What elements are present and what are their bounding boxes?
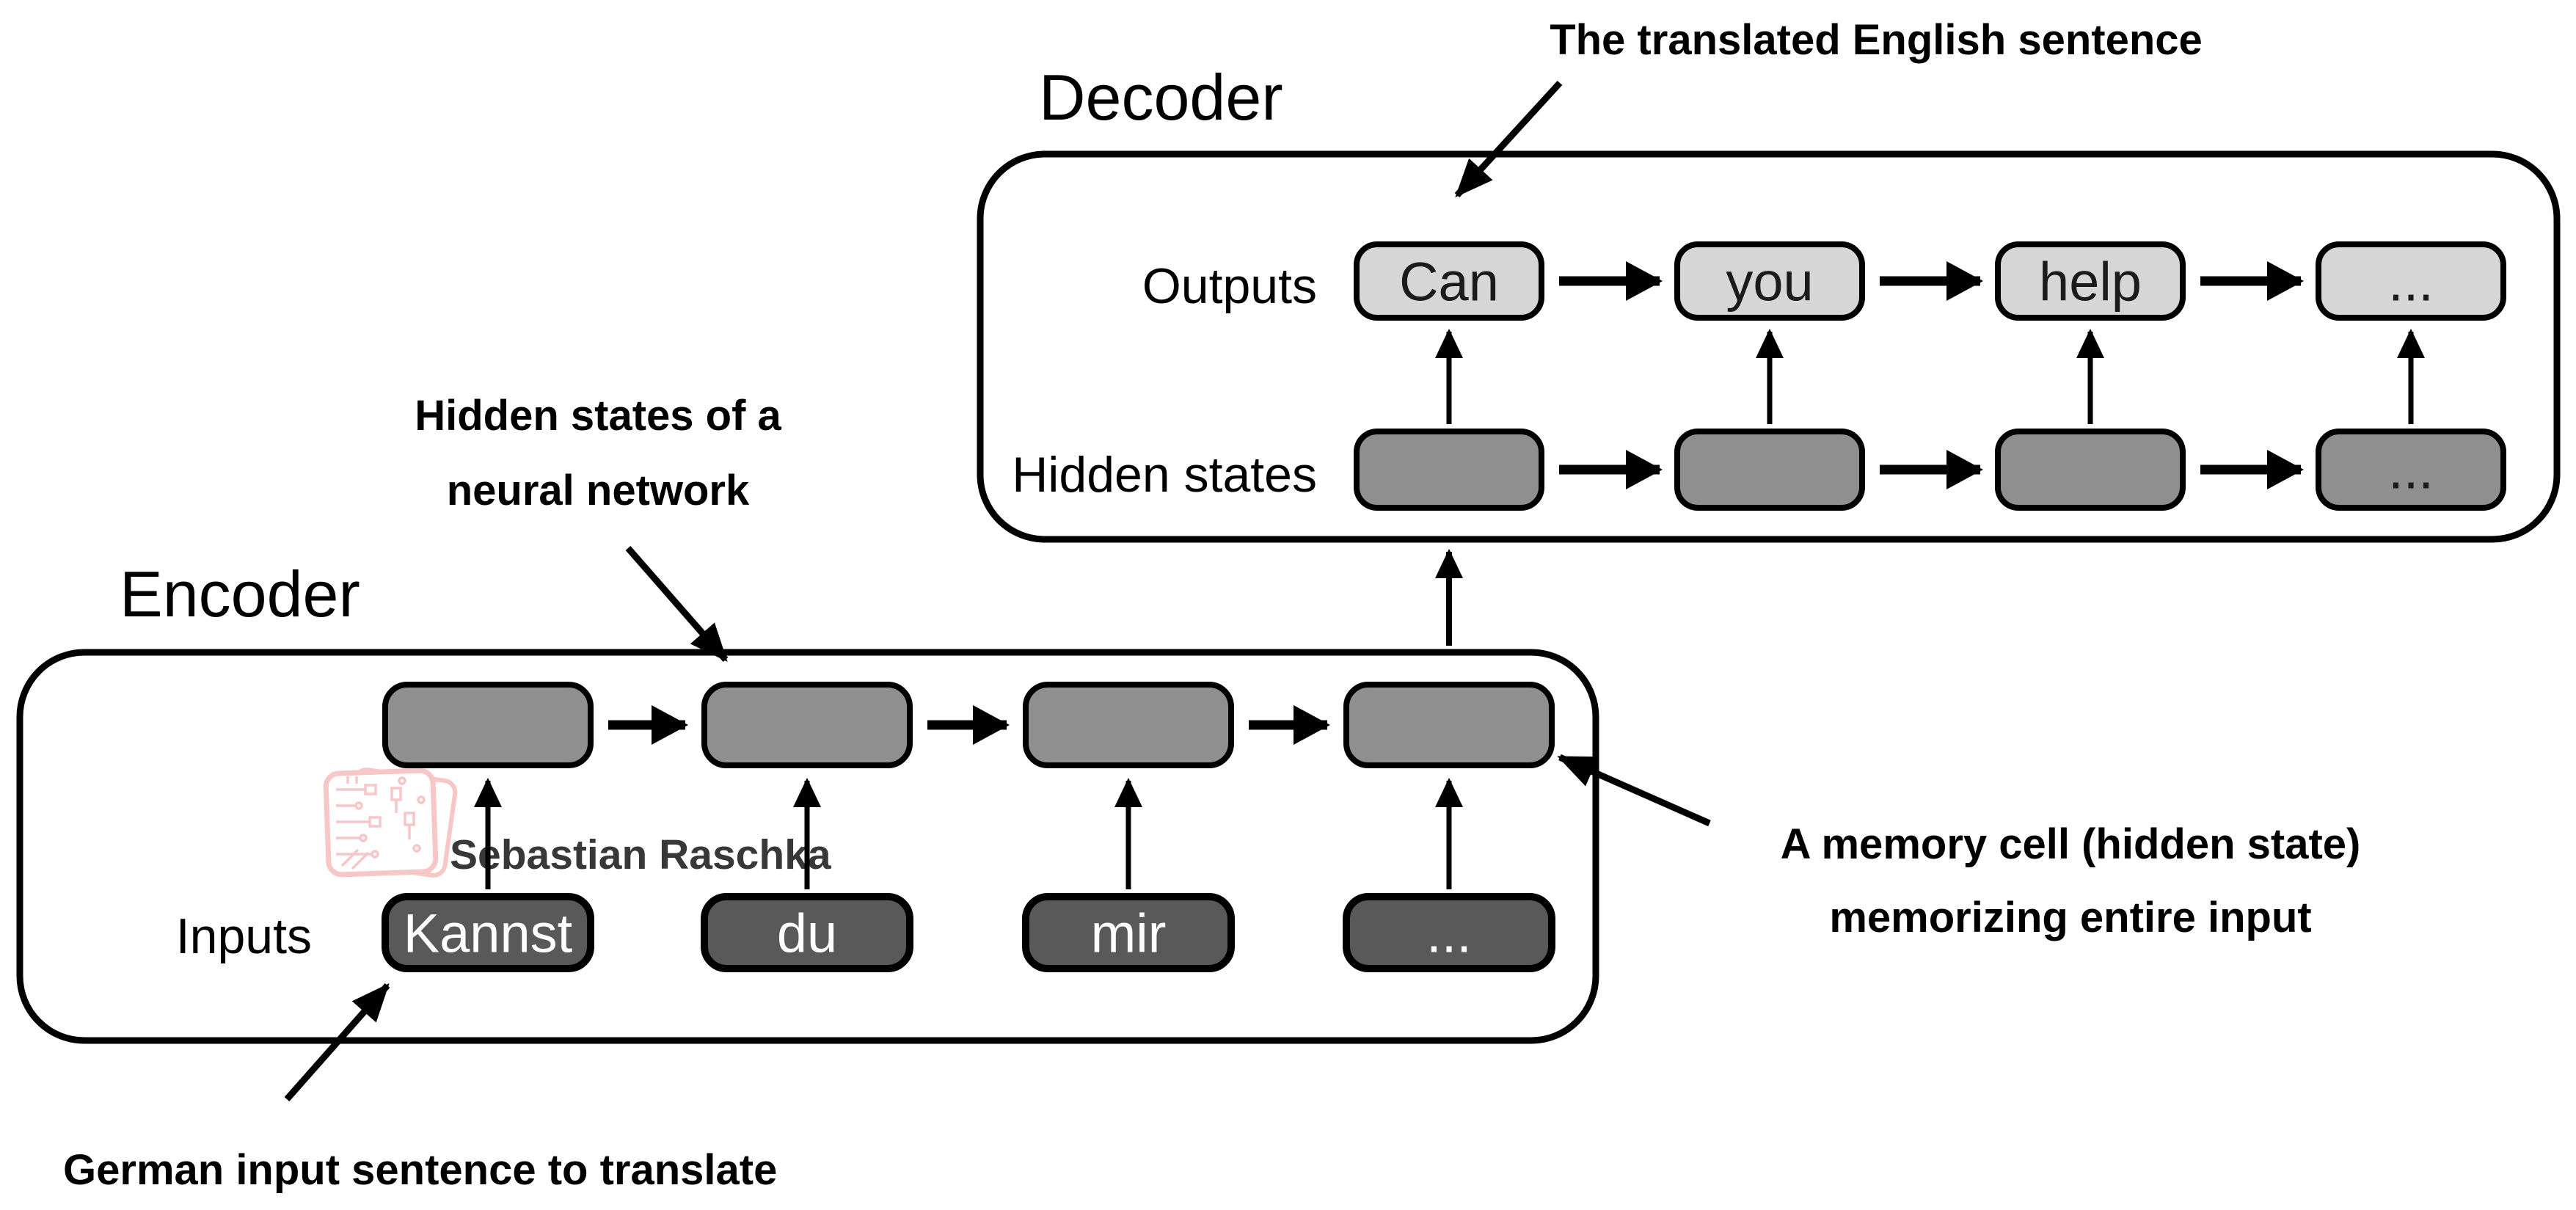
decoder-container bbox=[977, 150, 2561, 543]
stamp-circuit-pattern bbox=[336, 776, 426, 870]
encoder-container bbox=[16, 649, 1599, 1044]
annotation-hidden-states-line1: Hidden states of a bbox=[415, 392, 781, 440]
encoder-hidden-box-1 bbox=[382, 682, 594, 768]
arrow-annotation-german-input bbox=[284, 983, 390, 1101]
decoder-hidden-label: Hidden states bbox=[1012, 447, 1317, 503]
encoder-hidden-box-3 bbox=[1023, 682, 1234, 768]
encoder-input-text-3: mir bbox=[1091, 903, 1167, 964]
encoder-input-box-1 bbox=[382, 893, 594, 972]
encoder-hidden-row bbox=[382, 682, 1555, 768]
watermark: Sebastian Raschka bbox=[323, 768, 832, 878]
decoder-hidden-box-1 bbox=[1354, 429, 1544, 511]
encoder-input-text-1: Kannst bbox=[404, 903, 573, 964]
decoder-hidden-box-2 bbox=[1674, 429, 1865, 511]
decoder-output-box-4 bbox=[2316, 241, 2506, 321]
arrow-annotation-hidden-states bbox=[625, 546, 729, 663]
decoder-hidden-row: ... bbox=[1354, 429, 2506, 511]
encoder-input-box-3 bbox=[1022, 893, 1235, 972]
annotation-german-input: German input sentence to translate bbox=[63, 1146, 777, 1194]
decoder-output-row: Can you help ... bbox=[1354, 241, 2506, 321]
encoder-input-text-2: du bbox=[777, 903, 837, 964]
encoder-input-row: Kannst du mir ... bbox=[382, 893, 1555, 972]
annotation-translated-english: The translated English sentence bbox=[1550, 16, 2203, 64]
annotation-memory-cell-line1: A memory cell (hidden state) bbox=[1781, 820, 2361, 868]
encoder-input-text-4: ... bbox=[1426, 903, 1472, 964]
decoder-title: Decoder bbox=[1039, 61, 1283, 134]
decoder-outputs-label: Outputs bbox=[1142, 258, 1317, 314]
encoder-hidden-box-2 bbox=[701, 682, 913, 768]
decoder-hidden-box-3 bbox=[1995, 429, 2186, 511]
watermark-stamp-icon bbox=[323, 768, 458, 878]
decoder-hidden-text-4: ... bbox=[2388, 440, 2434, 500]
encoder-input-box-4 bbox=[1343, 893, 1555, 972]
annotation-hidden-states-line2: neural network bbox=[447, 467, 750, 514]
arrow-annotation-memory-cell bbox=[1557, 754, 1711, 827]
decoder-output-box-2 bbox=[1674, 241, 1865, 321]
arrow-annotation-translated bbox=[1454, 80, 1563, 198]
decoder-output-box-3 bbox=[1995, 241, 2186, 321]
decoder-output-text-2: you bbox=[1726, 252, 1813, 313]
decoder-output-text-3: help bbox=[2039, 252, 2142, 313]
decoder-output-box-1 bbox=[1354, 241, 1544, 321]
decoder-output-text-4: ... bbox=[2388, 252, 2434, 313]
decoder-output-text-1: Can bbox=[1399, 252, 1499, 313]
annotation-memory-cell-line2: memorizing entire input bbox=[1829, 894, 2311, 941]
decoder-hidden-box-4 bbox=[2316, 429, 2506, 511]
watermark-author: Sebastian Raschka bbox=[450, 831, 832, 878]
encoder-hidden-box-4 bbox=[1343, 682, 1555, 768]
encoder-input-box-2 bbox=[701, 893, 913, 972]
encoder-title: Encoder bbox=[120, 558, 360, 630]
encoder-inputs-label: Inputs bbox=[176, 908, 312, 964]
